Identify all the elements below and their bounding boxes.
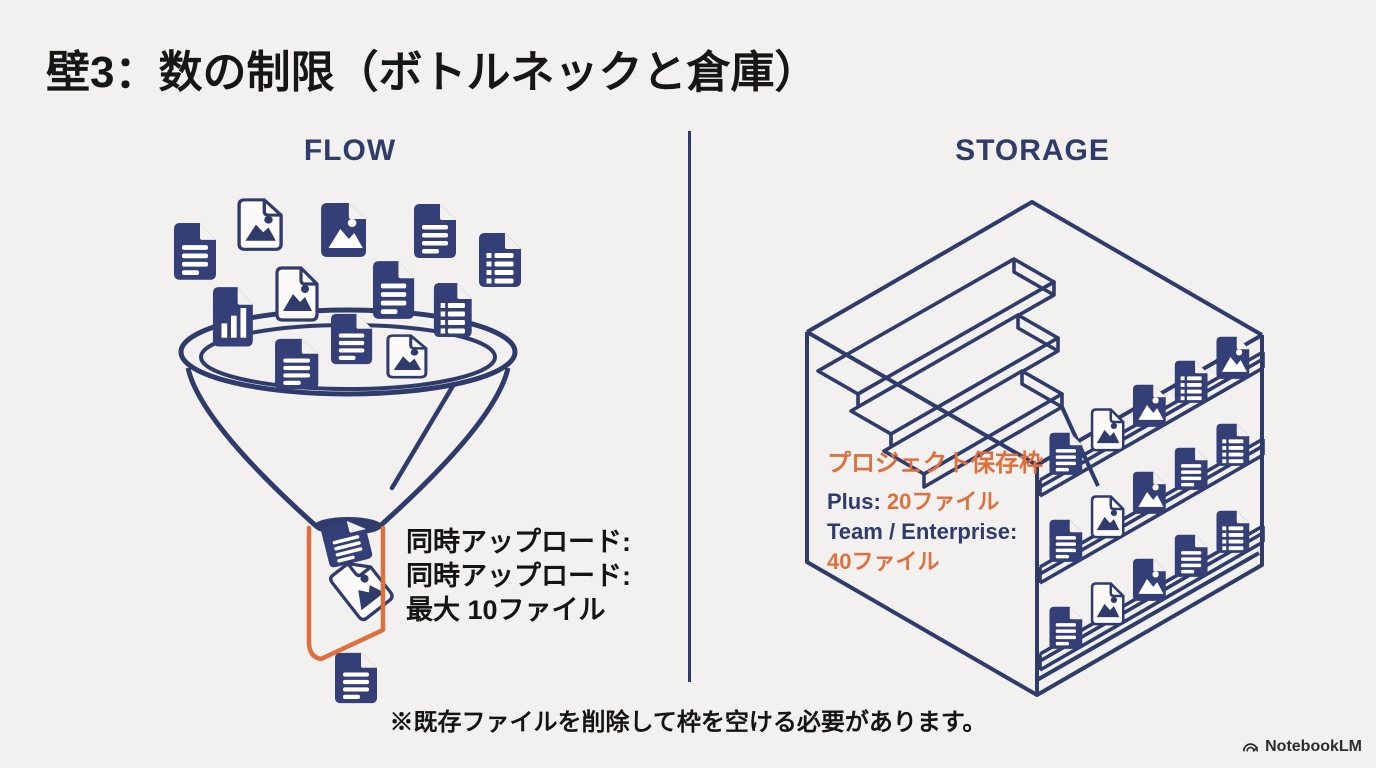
quota-plus-line: Plus: 20ファイル xyxy=(827,487,1043,517)
vertical-divider xyxy=(688,131,691,682)
image-document-icon xyxy=(1132,558,1166,601)
list-document-icon xyxy=(1216,423,1250,466)
text-document-icon xyxy=(1174,534,1208,577)
text-document-icon xyxy=(330,313,373,365)
upload-limit-line: 同時アップロード: xyxy=(406,561,631,591)
notebooklm-logo-icon xyxy=(1243,743,1259,752)
brand-badge: NotebookLM xyxy=(1241,737,1362,756)
image-document-icon xyxy=(386,334,428,379)
text-document-icon xyxy=(414,204,456,258)
image-document-icon xyxy=(1090,495,1125,539)
list-document-icon xyxy=(479,233,521,287)
bottleneck-highlight-outline xyxy=(306,525,386,662)
funnel-highlight-line xyxy=(389,381,457,491)
funnel-with-documents-illustration xyxy=(174,198,521,704)
image-document-icon xyxy=(275,266,319,322)
interior-steps xyxy=(816,257,1064,489)
flow-panel-label: FLOW xyxy=(303,134,397,167)
image-document-icon xyxy=(1132,384,1166,427)
brand-name: NotebookLM xyxy=(1265,737,1362,755)
quota-title: プロジェクト保存枠 xyxy=(827,450,1043,477)
quota-team-value-line: 40ファイル xyxy=(827,549,940,574)
storage-quota-annotation: プロジェクト保存枠 Plus: 20ファイル Team / Enterprise… xyxy=(827,443,1043,577)
image-document-icon xyxy=(1132,471,1166,514)
text-document-icon xyxy=(275,338,319,390)
image-document-icon xyxy=(1090,582,1125,626)
text-document-icon xyxy=(372,261,415,319)
plus-plan-label: Plus: xyxy=(827,489,881,514)
slide-title: 壁3：数の制限（ボトルネックと倉庫） xyxy=(46,48,819,97)
upload-limit-line: 同時アップロード: xyxy=(406,527,631,557)
text-document-icon xyxy=(1174,447,1208,490)
plus-plan-value: 20ファイル xyxy=(886,489,1000,514)
footnote: ※既存ファイルを削除して枠を空ける必要があります。 xyxy=(389,709,987,736)
quota-team-label-line: Team / Enterprise: xyxy=(827,519,1018,544)
list-document-icon xyxy=(433,283,472,337)
text-document-icon xyxy=(1049,606,1083,649)
funnel-documents xyxy=(174,198,521,390)
upload-limit-line: 最大 10ファイル xyxy=(406,595,606,625)
text-document-icon xyxy=(1049,519,1083,562)
upload-limit-annotation: 同時アップロード: 同時アップロード: 最大 10ファイル xyxy=(406,525,631,627)
image-document-icon xyxy=(237,198,283,251)
storage-panel-label: STORAGE xyxy=(955,134,1110,167)
text-document-icon xyxy=(174,223,216,280)
text-document-icon xyxy=(335,652,377,704)
chart-document-icon xyxy=(212,287,253,347)
list-document-icon xyxy=(1216,510,1250,553)
image-document-icon xyxy=(1090,408,1125,452)
warehouse-box-with-shelves-illustration xyxy=(805,200,1265,697)
image-document-icon xyxy=(321,203,367,257)
